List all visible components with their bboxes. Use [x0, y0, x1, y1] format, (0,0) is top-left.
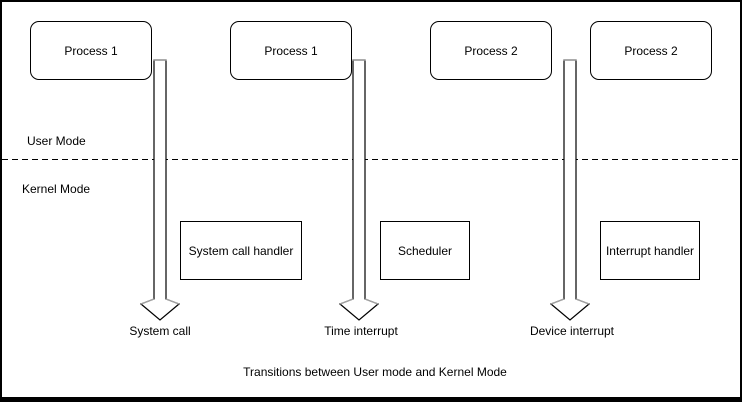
transition-label: Device interrupt [529, 324, 615, 338]
diagram-caption: Transitions between User mode and Kernel… [243, 365, 507, 379]
kernel-mode-label: Kernel Mode [22, 182, 91, 196]
process-box: Process 1 [230, 21, 352, 80]
mode-divider-dashed-line [2, 159, 740, 160]
process-box-label: Process 2 [464, 43, 518, 58]
transition-label: Time interrupt [324, 324, 398, 338]
process-box: Process 2 [590, 21, 712, 80]
handler-box: Scheduler [380, 221, 470, 280]
handler-box-label: System call handler [188, 243, 294, 258]
transition-label: System call [129, 324, 191, 338]
user-mode-label: User Mode [27, 134, 86, 148]
down-arrow-icon [550, 59, 590, 321]
handler-box: Interrupt handler [600, 221, 700, 280]
process-box: Process 2 [430, 21, 552, 80]
handler-box-label: Interrupt handler [605, 243, 695, 258]
handler-box-label: Scheduler [397, 243, 453, 258]
down-arrow-icon [140, 59, 180, 321]
process-box-label: Process 2 [624, 43, 678, 58]
down-arrow-icon [339, 59, 379, 321]
handler-box: System call handler [180, 221, 302, 280]
process-box-label: Process 1 [64, 43, 118, 58]
process-box-label: Process 1 [264, 43, 318, 58]
process-box: Process 1 [30, 21, 152, 80]
